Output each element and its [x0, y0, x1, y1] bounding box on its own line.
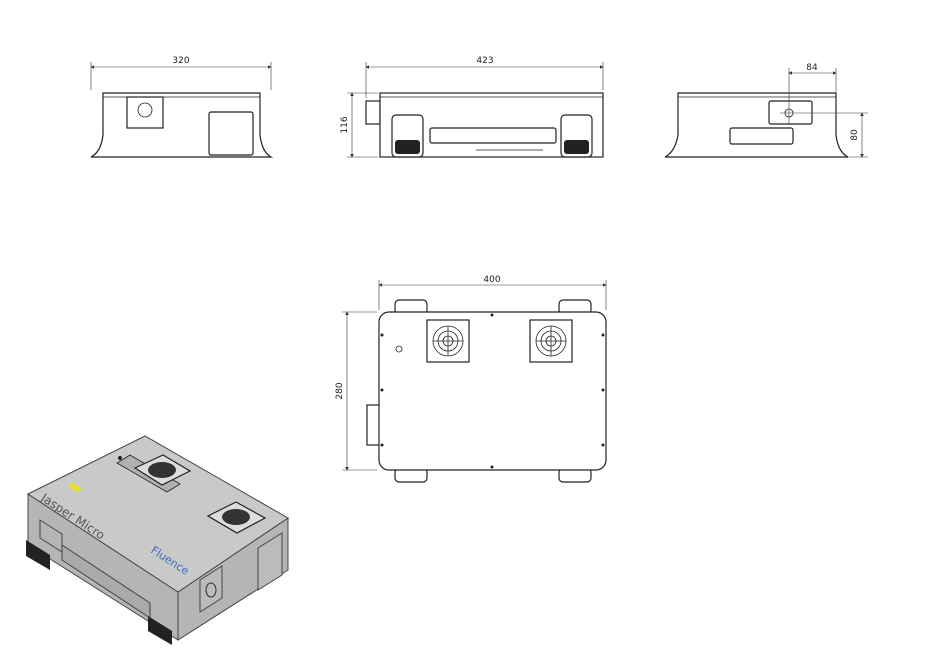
dimension-height-80: 80 — [850, 129, 860, 141]
dimension-depth-280: 280 — [335, 382, 345, 399]
left-side-view: 320 — [90, 56, 274, 158]
dimension-offset-84: 84 — [806, 63, 818, 73]
right-side-view: 84 80 — [664, 63, 868, 158]
dimension-width-320: 320 — [172, 56, 189, 66]
fan-icon — [133, 454, 192, 486]
fan-icon — [529, 319, 573, 363]
fan-icon — [426, 319, 470, 363]
front-view: 423 116 — [340, 56, 604, 158]
dimension-width-423: 423 — [476, 56, 493, 66]
fan-icon — [206, 501, 267, 534]
isometric-render: Jasper Micro Fluence — [26, 435, 289, 645]
dimension-width-400: 400 — [483, 275, 500, 285]
dimension-height-116: 116 — [340, 116, 350, 133]
top-view: 400 280 — [335, 275, 607, 483]
